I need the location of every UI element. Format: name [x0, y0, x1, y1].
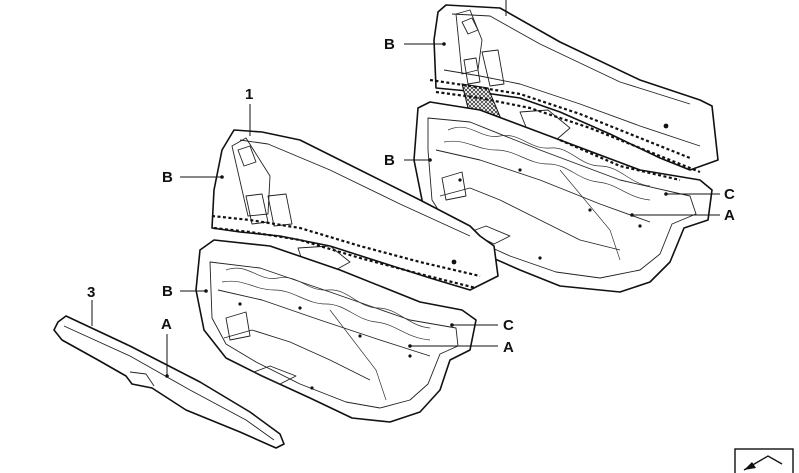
callout-right-b-lower: B — [384, 152, 395, 169]
callout-right-b-upper: B — [384, 36, 395, 53]
callout-part-1: 1 — [245, 86, 253, 103]
left-door-panel — [195, 129, 499, 423]
callout-left-b-upper: B — [162, 169, 173, 186]
callout-left-c: C — [503, 317, 514, 334]
leader-lines — [91, 0, 720, 378]
armrest-strip-part-3 — [53, 315, 285, 449]
callout-left-b-lower: B — [162, 283, 173, 300]
callout-part-3: 3 — [87, 284, 95, 301]
arrow-icon — [734, 448, 794, 473]
callout-left-a: A — [503, 339, 514, 356]
callout-strip-a: A — [161, 316, 172, 333]
callout-right-c: C — [724, 186, 735, 203]
callout-labels: 1 B B C A 3 A B B C A — [87, 36, 735, 356]
callout-right-a: A — [724, 207, 735, 224]
